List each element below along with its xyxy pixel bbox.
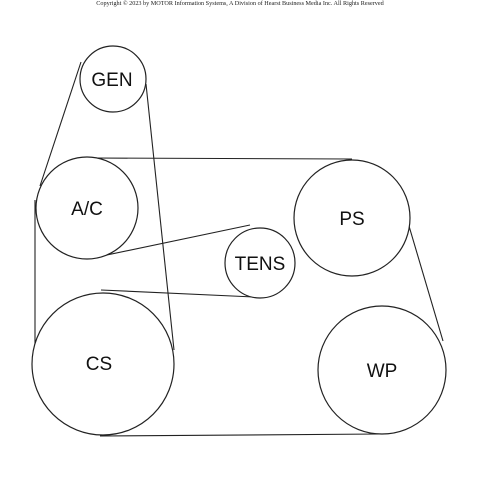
belt-segment [39, 61, 82, 187]
copyright-notice: Copyright © 2023 by MOTOR Information Sy… [96, 0, 384, 7]
tens-label: TENS [235, 254, 286, 275]
ac-label: A/C [71, 199, 103, 220]
gen-label: GEN [91, 70, 132, 91]
cs-label: CS [86, 354, 112, 375]
belt-segment [101, 224, 251, 257]
ps-pulley: PS [293, 159, 411, 277]
belt-segment [408, 225, 444, 342]
wp-label: WP [367, 361, 398, 382]
tens-pulley: TENS [224, 227, 296, 299]
cs-pulley: CS [31, 292, 175, 436]
belt-segment [100, 289, 255, 298]
ps-label: PS [339, 209, 364, 230]
belt-segment [99, 433, 381, 437]
belt-segment [145, 83, 175, 351]
belt-segment [91, 157, 353, 160]
ac-pulley: A/C [35, 156, 139, 260]
gen-pulley: GEN [79, 45, 147, 113]
wp-pulley: WP [317, 305, 447, 435]
